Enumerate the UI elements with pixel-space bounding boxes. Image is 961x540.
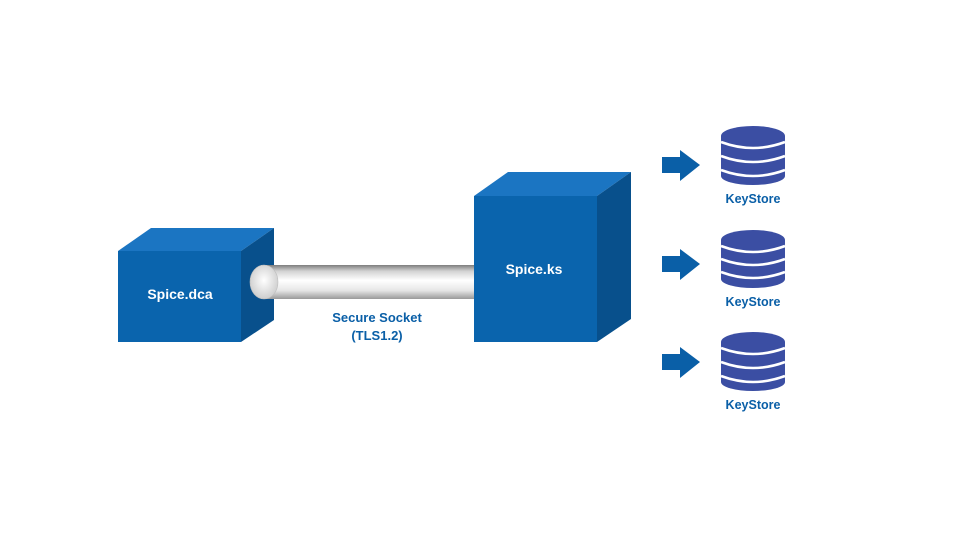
- spice-dca-cube-front: [118, 251, 241, 342]
- tls-version-label: (TLS1.2): [351, 328, 402, 343]
- arrow-right-icon: [662, 150, 700, 181]
- arrow-right-icon: [662, 347, 700, 378]
- spice-dca-cube-top: [118, 228, 274, 251]
- arrow-right-icon: [662, 249, 700, 280]
- spice-ks-cube-side: [597, 172, 631, 342]
- spice-dca-cube: [118, 228, 274, 342]
- pipe-end-cap: [249, 264, 279, 300]
- pipe-body: [264, 265, 476, 299]
- keystore-label: KeyStore: [726, 295, 781, 309]
- keystore-group-1: KeyStore: [662, 126, 786, 206]
- keystore-group-3: KeyStore: [662, 332, 786, 412]
- secure-socket-pipe: [249, 264, 476, 300]
- database-icon: [720, 126, 786, 185]
- keystore-group-2: KeyStore: [662, 230, 786, 309]
- keystore-label: KeyStore: [726, 192, 781, 206]
- spice-ks-label: Spice.ks: [506, 261, 563, 277]
- database-icon: [720, 332, 786, 391]
- database-icon: [720, 230, 786, 288]
- spice-ks-cube: [474, 172, 631, 342]
- keystore-label: KeyStore: [726, 398, 781, 412]
- spice-ks-cube-top: [474, 172, 631, 196]
- secure-socket-label: Secure Socket: [332, 310, 422, 325]
- spice-dca-label: Spice.dca: [147, 286, 213, 302]
- spice-ks-cube-front: [474, 196, 597, 342]
